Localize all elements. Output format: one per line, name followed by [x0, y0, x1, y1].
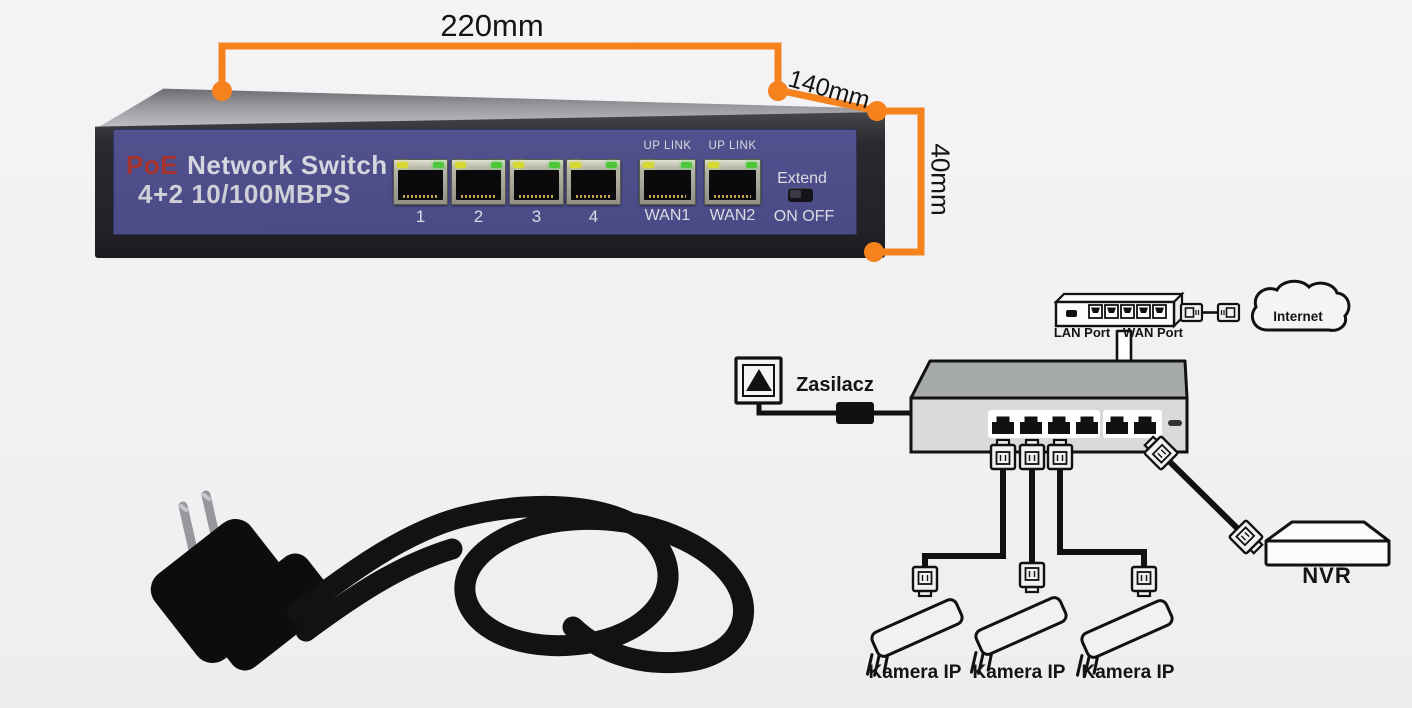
rj45-connector-icon — [1139, 431, 1180, 472]
wan-port-label: WAN Port — [1123, 325, 1183, 340]
rj45-jack — [571, 170, 616, 200]
led-icon — [549, 162, 560, 168]
led-icon — [681, 162, 692, 168]
rj45-connector-icon — [1018, 438, 1046, 471]
rj45-port-wan2 — [704, 159, 761, 205]
camera-label: Kamera IP — [972, 662, 1066, 683]
patch-cable-icon — [1179, 302, 1241, 323]
wan1-label: WAN1 — [644, 207, 691, 224]
extend-toggle-switch — [788, 188, 813, 202]
port-number-label: 4 — [588, 207, 599, 226]
rj45-connector-icon — [1130, 565, 1158, 598]
dimension-width-label: 220mm — [440, 8, 544, 43]
rj45-port-3 — [509, 159, 564, 205]
nvr-cable — [1167, 459, 1240, 531]
rj45-connector-icon — [989, 438, 1017, 471]
camera-cables — [922, 469, 1147, 566]
rj45-connector-icon — [1018, 561, 1046, 594]
wan2-label: WAN2 — [709, 207, 756, 224]
port-number-label: 1 — [415, 207, 426, 226]
rj45-connector-icon — [911, 565, 939, 598]
rj45-port-4 — [566, 159, 621, 205]
rj45-port-wan1 — [639, 159, 696, 205]
rj45-jack — [709, 170, 756, 200]
led-icon — [643, 162, 654, 168]
dimension-height-label: 40mm — [925, 143, 956, 216]
uplink-label: UP LINK — [643, 140, 692, 152]
internet-label: Internet — [1273, 309, 1323, 324]
camera-label: Kamera IP — [868, 662, 962, 683]
power-adapter-icon — [756, 402, 911, 424]
rj45-connector-icon — [1046, 438, 1074, 471]
power-supply-label: Zasilacz — [796, 374, 874, 396]
switch-subtitle: 4+2 10/100MBPS — [138, 179, 351, 209]
router-icon — [1053, 291, 1185, 329]
switch-photo-front-panel: PoE Network Switch 4+2 10/100MBPS 1 2 3 4… — [113, 129, 857, 235]
lan-port-label: LAN Port — [1053, 325, 1111, 340]
led-icon — [513, 162, 524, 168]
switch-icon — [909, 359, 1189, 454]
led-icon — [746, 162, 757, 168]
uplink-label: UP LINK — [708, 140, 757, 152]
switch-title: PoE Network Switch — [126, 150, 388, 181]
led-icon — [708, 162, 719, 168]
rj45-port-2 — [451, 159, 506, 205]
port-number-label: 2 — [473, 207, 484, 226]
led-icon — [606, 162, 617, 168]
rj45-port-1 — [393, 159, 448, 205]
led-icon — [570, 162, 581, 168]
nvr-label: NVR — [1302, 563, 1352, 588]
rj45-jack — [514, 170, 559, 200]
led-icon — [397, 162, 408, 168]
rj45-connector-icon — [1227, 518, 1268, 559]
poe-brand-text: PoE — [126, 150, 179, 180]
switch-title-text: Network Switch — [187, 150, 388, 180]
power-outlet-icon — [734, 356, 783, 405]
connection-diagram — [734, 279, 1391, 682]
led-icon — [455, 162, 466, 168]
rj45-jack — [644, 170, 691, 200]
led-icon — [491, 162, 502, 168]
nvr-icon — [1264, 520, 1391, 567]
power-cable-photo — [150, 490, 755, 674]
extend-label: Extend — [777, 170, 827, 187]
camera-label: Kamera IP — [1081, 662, 1175, 683]
rj45-jack — [398, 170, 443, 200]
down-arrow-icon — [1098, 329, 1150, 414]
port-number-label: 3 — [531, 207, 542, 226]
led-icon — [433, 162, 444, 168]
rj45-jack — [456, 170, 501, 200]
on-off-label: ON OFF — [773, 208, 835, 225]
